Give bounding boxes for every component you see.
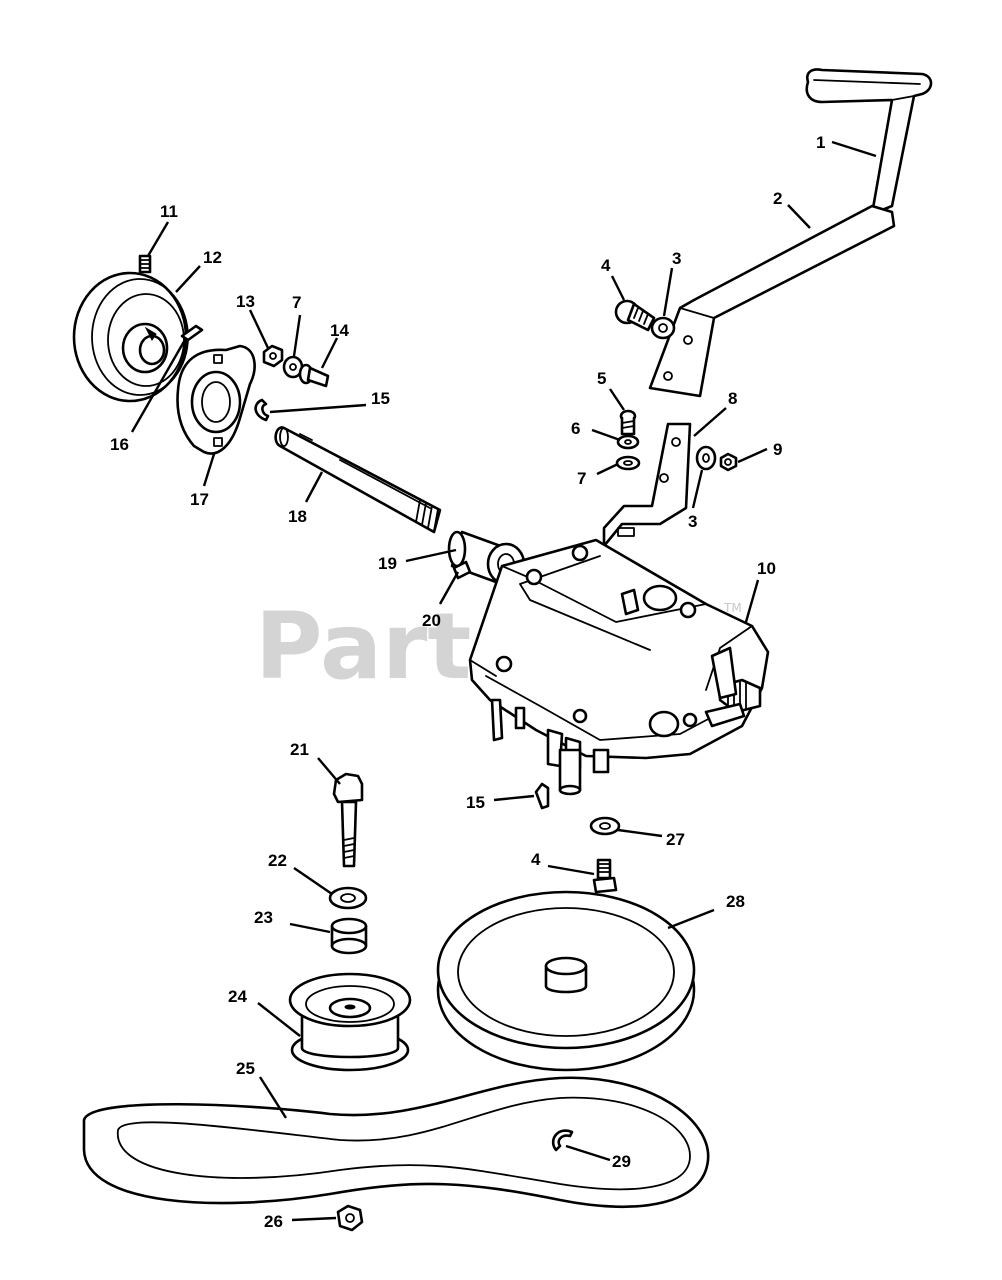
callout-5: 5 [597,369,606,388]
part-11-setscrew [138,254,152,274]
callout-4-upper: 4 [601,256,611,275]
part-21-bolt [332,772,364,868]
callout-20: 20 [422,611,441,630]
callout-16: 16 [110,435,129,454]
part-5-bolt [619,409,637,436]
callout-23: 23 [254,908,273,927]
part-2-lever-arm [648,204,896,398]
part-22-washer [328,886,368,910]
part-6-lockwasher [616,434,640,450]
callout-9: 9 [773,440,782,459]
part-29-snap-ring [551,1129,574,1152]
callout-3-upper: 3 [672,249,681,268]
callout-19: 19 [378,554,397,573]
part-10-transaxle [468,538,770,796]
callout-28: 28 [726,892,745,911]
callout-7-upper: 7 [292,293,301,312]
part-9-nut [719,452,738,472]
callout-8: 8 [728,389,737,408]
part-3-washer-lower [695,445,717,471]
callout-15-upper: 15 [371,389,390,408]
part-15-snap-ring-upper [254,398,270,422]
callout-10: 10 [757,559,776,578]
watermark-trademark: TM [723,601,742,615]
callout-21: 21 [290,740,309,759]
part-27-washer [589,816,621,836]
callout-18: 18 [288,507,307,526]
callout-14: 14 [330,321,349,340]
part-25-belt [82,1076,710,1209]
callout-3-lower: 3 [688,512,697,531]
callout-26: 26 [264,1212,283,1231]
part-4-bolt-lower [592,858,618,894]
part-3-washer-upper [650,316,676,340]
callout-11: 11 [160,202,178,221]
part-12-pulley [72,271,189,403]
part-1-lever-handle [805,68,933,216]
part-17-flange-bearing [176,344,256,455]
part-13-nut [262,344,284,368]
part-18-shaft [274,426,442,534]
callout-13: 13 [236,292,255,311]
callout-29: 29 [612,1152,631,1171]
callout-7-lower: 7 [577,469,586,488]
callout-15-lower: 15 [466,793,485,812]
part-4-shoulder-bolt [614,299,656,332]
part-14-carriage-bolt [298,363,330,388]
callout-6: 6 [571,419,580,438]
callout-4-lower: 4 [531,850,541,869]
callout-24: 24 [228,987,247,1006]
callout-22: 22 [268,851,287,870]
callout-12: 12 [203,248,222,267]
callout-27: 27 [666,830,685,849]
callout-1: 1 [816,133,825,152]
part-26-nut [336,1204,364,1232]
part-7-washer-lower [615,455,641,471]
part-8-bracket [602,422,692,548]
part-15-key-lower [534,782,550,810]
callout-2: 2 [773,189,782,208]
part-24-idler-pulley [288,972,412,1072]
part-23-spacer [330,917,368,955]
callout-25: 25 [236,1059,255,1078]
callouts: 1 2 3 4 5 6 7 8 9 3 10 11 12 13 7 14 15 … [110,133,825,1231]
callout-17: 17 [190,490,209,509]
part-28-drive-pulley [436,890,696,1072]
leader-lines [130,140,877,1222]
